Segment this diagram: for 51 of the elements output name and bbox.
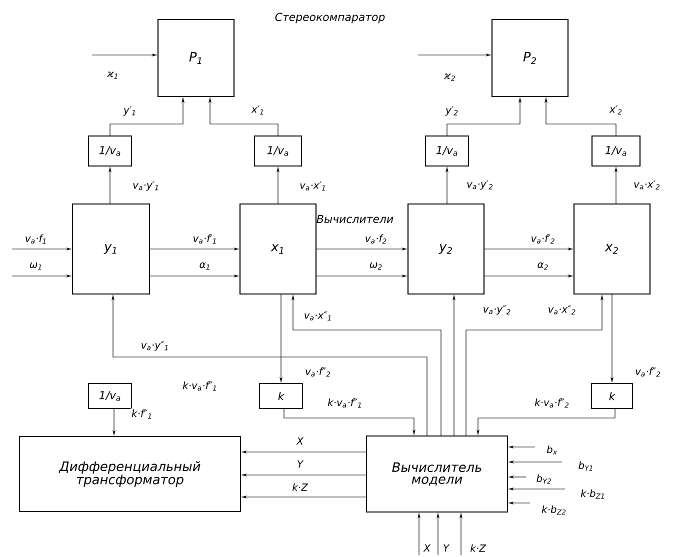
edge-label: k·Z [291, 482, 309, 492]
edge-label: b$_{Y1}$ [577, 460, 595, 472]
edge-label: v$_{a}$·x′$_{1}$ [298, 180, 328, 192]
edge-label: X [422, 543, 432, 553]
edge-label: Y [296, 459, 304, 469]
edge-label: v$_{a}$·f″$_{2}$ [634, 366, 662, 378]
edge-label: v$_{a}$·f′$_{2}$ [530, 233, 556, 245]
computer-box: y$_{2}$ [407, 203, 485, 295]
edge-label: v$_{a}$·x″$_{2}$ [546, 304, 578, 316]
edge-label: k·f″$_{1}$ [130, 408, 154, 420]
edge-label: x′$_{1}$ [250, 104, 266, 116]
edge-label: k·v$_{a}$·f″$_{2}$ [534, 397, 570, 409]
computer-box: y$_{1}$ [72, 203, 150, 295]
edge-label: Y [442, 543, 450, 553]
edge-label: v$_{a}$·y′$_{2}$ [466, 179, 494, 191]
edge-label: α$_{1}$ [198, 261, 212, 271]
edge-label: x′$_{2}$ [608, 104, 624, 116]
edge-label: k·Z [469, 543, 487, 553]
edge-label: v$_{a}$·x′$_{2}$ [632, 180, 662, 190]
edge-label: X [296, 436, 304, 446]
edge-label: v$_{a}$·f″$_{2}$ [304, 366, 332, 378]
edge-label: k·b$_{Z1}$ [580, 488, 606, 500]
edge-label: v$_{a}$·f$_{2}$ [364, 233, 388, 245]
edge-label: b$_{Y2}$ [535, 473, 553, 485]
edge-label: ω$_{2}$ [368, 261, 384, 271]
edge-label: y′$_{2}$ [444, 105, 460, 117]
edge-label: y′$_{1}$ [122, 105, 138, 117]
edge-label: k·v$_{a}$·f″$_{1}$ [326, 397, 364, 409]
edge-label: v$_{a}$·y″$_{2}$ [482, 304, 512, 316]
heading: Стереокомпаратор [275, 12, 385, 24]
computer-box: x$_{1}$ [239, 203, 317, 295]
edge-label: b$_{x}$ [546, 444, 558, 456]
edge-label: v$_{a}$·f′$_{1}$ [192, 233, 218, 245]
computer-box: x$_{2}$ [573, 203, 651, 295]
comparator-box: P$_{2}$ [491, 18, 569, 98]
model-computer-box: Вычислитель модели [366, 435, 508, 513]
transformer-box: Дифференциальный трансформатор [18, 436, 242, 512]
edge-label: v$_{a}$·y″$_{1}$ [140, 340, 170, 352]
group-heading: Вычислители [316, 214, 394, 224]
edge-label: ϰ$_{1}$ [106, 70, 120, 80]
multiplier-box: k [590, 382, 634, 410]
comparator-box: P$_{1}$ [157, 18, 235, 98]
edge-label: α$_{2}$ [536, 261, 550, 271]
edge-label: k·b$_{Z2}$ [540, 504, 568, 516]
edge-label: v$_{a}$·y′$_{1}$ [132, 180, 160, 192]
edge-label: ω$_{1}$ [28, 261, 44, 271]
multiplier-box: k [258, 382, 304, 410]
edge-label: ϰ$_{2}$ [443, 72, 457, 82]
signal-label: k·v$_{a}$·f″$_{1}$ [182, 381, 216, 391]
edge-label: v$_{a}$·x″$_{1}$ [302, 310, 334, 322]
edge-label: v$_{a}$·f$_{1}$ [24, 233, 48, 245]
